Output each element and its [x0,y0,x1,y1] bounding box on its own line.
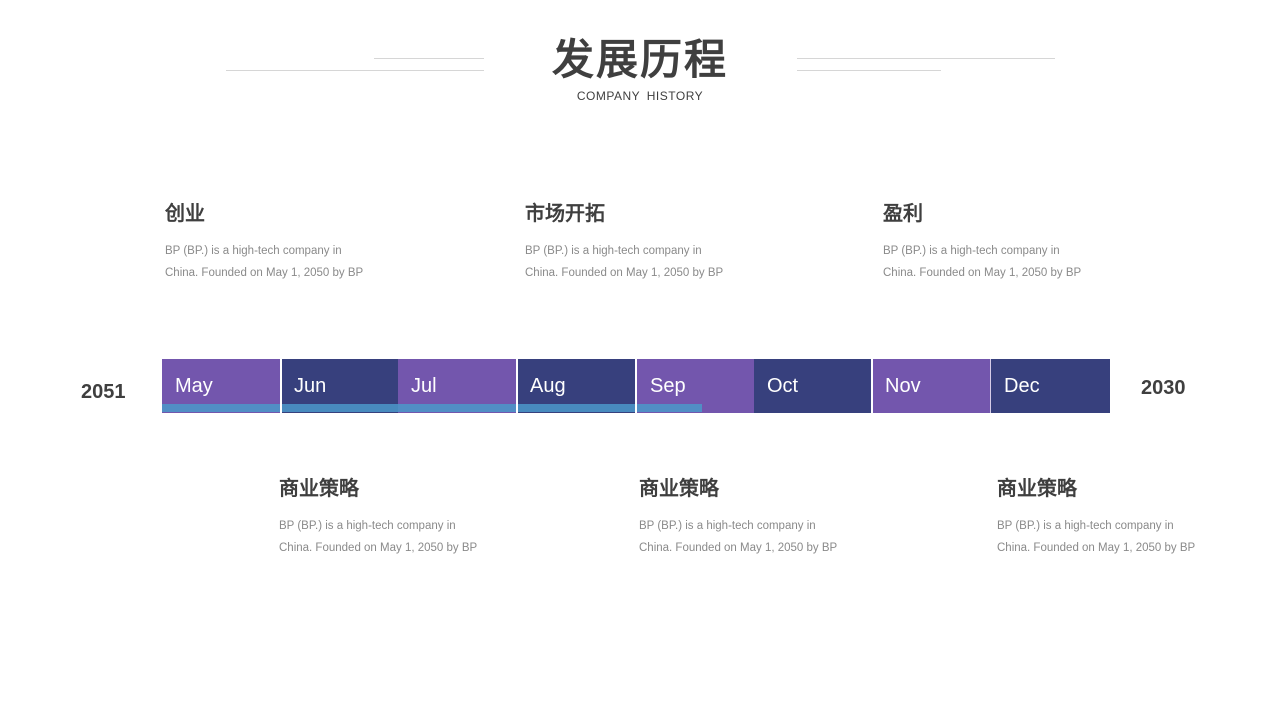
timeline-divider [990,359,991,413]
timeline-year-start: 2051 [81,381,126,403]
header-rule [374,58,484,59]
timeline-divider [635,359,637,413]
milestone-description: BP (BP.) is a high-tech company in China… [883,240,1123,284]
milestone-description: BP (BP.) is a high-tech company in China… [279,515,519,559]
timeline-bar: May Jun Jul Aug Sep Oct Nov Dec [162,359,1110,413]
description-line: China. Founded on May 1, 2050 by BP [165,267,364,279]
description-line: China. Founded on May 1, 2050 by BP [883,267,1082,279]
milestone-top: 盈利 BP (BP.) is a high-tech company in Ch… [883,200,1123,284]
month-label: Dec [1004,375,1040,397]
timeline-divider [871,359,873,413]
description-line: China. Founded on May 1, 2050 by BP [997,542,1196,554]
month-label: Jun [294,375,327,397]
header-rule [226,70,484,71]
month-label: Aug [530,375,566,397]
milestone-description: BP (BP.) is a high-tech company in China… [997,515,1237,559]
page-title: 发展历程 [551,35,728,84]
timeline-progress [162,404,702,412]
milestone-description: BP (BP.) is a high-tech company in China… [165,240,405,284]
milestone-top: 创业 BP (BP.) is a high-tech company in Ch… [165,200,405,284]
timeline-month: Nov [872,359,991,413]
description-line: BP (BP.) is a high-tech company in [639,520,816,532]
description-line: BP (BP.) is a high-tech company in [997,520,1174,532]
milestone-title: 盈利 [883,201,923,225]
month-label: May [175,375,213,397]
milestone-bottom: 商业策略 BP (BP.) is a high-tech company in … [997,475,1237,559]
milestone-description: BP (BP.) is a high-tech company in China… [639,515,879,559]
month-label: Nov [885,375,921,397]
milestone-top: 市场开拓 BP (BP.) is a high-tech company in … [525,200,765,284]
description-line: BP (BP.) is a high-tech company in [279,520,456,532]
description-line: China. Founded on May 1, 2050 by BP [279,542,478,554]
milestone-title: 市场开拓 [525,201,605,225]
milestone-description: BP (BP.) is a high-tech company in China… [525,240,765,284]
milestone-title: 商业策略 [279,476,359,500]
milestone-title: 商业策略 [997,476,1077,500]
milestone-title: 创业 [165,201,205,225]
description-line: China. Founded on May 1, 2050 by BP [525,267,724,279]
timeline-month: Oct [754,359,872,413]
description-line: China. Founded on May 1, 2050 by BP [639,542,838,554]
description-line: BP (BP.) is a high-tech company in [525,245,702,257]
timeline-divider [516,359,518,413]
month-label: Oct [767,375,799,397]
month-label: Jul [411,375,437,397]
timeline-year-end: 2030 [1141,377,1186,399]
description-line: BP (BP.) is a high-tech company in [883,245,1060,257]
timeline-month: Dec [991,359,1110,413]
milestone-bottom: 商业策略 BP (BP.) is a high-tech company in … [279,475,519,559]
timeline-divider [280,359,282,413]
milestone-bottom: 商业策略 BP (BP.) is a high-tech company in … [639,475,879,559]
header-rule [797,70,941,71]
description-line: BP (BP.) is a high-tech company in [165,245,342,257]
header-rule [797,58,1055,59]
milestone-title: 商业策略 [639,476,719,500]
page-subtitle: COMPANY HISTORY [576,89,704,103]
month-label: Sep [650,375,686,397]
